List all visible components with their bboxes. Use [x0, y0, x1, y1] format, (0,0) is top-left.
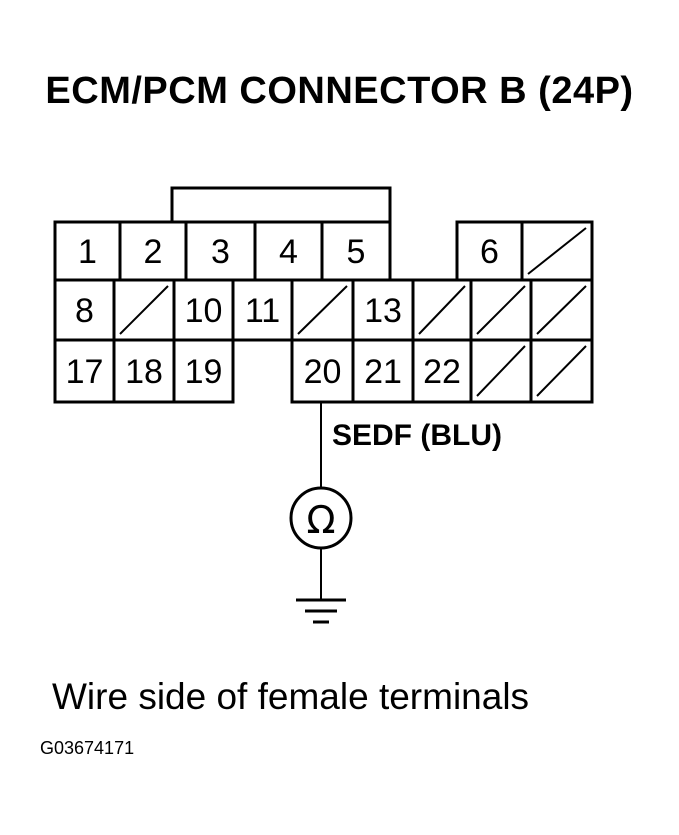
terminal-number: 10	[185, 292, 223, 330]
terminal-number: 3	[211, 233, 230, 271]
unused-terminal-slash	[536, 285, 587, 335]
ohmmeter-icon: Ω	[289, 486, 353, 550]
terminal-number: 4	[279, 233, 298, 271]
terminal-cell-19	[172, 338, 235, 404]
ohm-symbol: Ω	[306, 498, 335, 542]
terminal-cell-17	[53, 338, 116, 404]
terminal-cell-11	[231, 278, 294, 342]
ground-icon	[296, 598, 346, 624]
caption: Wire side of female terminals	[52, 676, 530, 717]
terminal-number: 21	[364, 353, 402, 391]
terminal-number: 5	[347, 233, 366, 271]
unused-terminal-slash	[536, 345, 587, 397]
terminal-number: 18	[125, 353, 163, 391]
terminal-number: 22	[423, 353, 461, 391]
terminal-number: 6	[480, 233, 499, 271]
terminal-number: 11	[245, 292, 280, 330]
terminal-cell-21	[351, 338, 415, 404]
connector-lock-tab	[170, 186, 392, 222]
unused-terminal-slash	[418, 285, 466, 335]
terminal-number: 17	[66, 353, 104, 391]
unused-terminal-slash	[527, 227, 587, 275]
terminal-cell-20	[290, 338, 355, 404]
unused-terminal-slash	[297, 285, 348, 335]
terminal-number: 19	[185, 353, 223, 391]
diagram-title: ECM/PCM CONNECTOR B (24P)	[45, 70, 634, 112]
unused-terminal-slash	[119, 285, 169, 335]
figure-code: G03674171	[40, 738, 135, 758]
wire-label: SEDF (BLU)	[332, 419, 502, 452]
terminal-cell-1	[53, 220, 122, 282]
unused-terminal-slash	[476, 345, 526, 397]
terminal-number: 1	[78, 233, 97, 271]
unused-terminal-slash	[476, 285, 526, 335]
terminal-number: 2	[144, 233, 163, 271]
terminal-cell-22	[411, 338, 473, 404]
terminal-number: 8	[75, 292, 94, 330]
terminal-cell-5	[320, 220, 392, 282]
terminal-cell-6	[455, 220, 524, 282]
terminal-number: 20	[304, 353, 342, 391]
terminal-number: 13	[364, 292, 402, 330]
terminal-cell-13	[351, 278, 415, 342]
